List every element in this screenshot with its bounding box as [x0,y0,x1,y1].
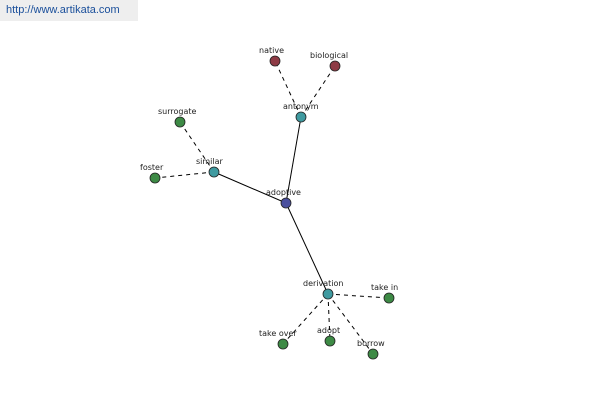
node-label-adopt: adopt [317,326,340,335]
edge-antonym-native [274,60,302,118]
node-circle-adoptive[interactable] [280,197,292,209]
edge-adoptive-derivation [285,202,329,295]
watermark-url[interactable]: http://www.artikata.com [0,0,138,21]
node-adopt[interactable]: adopt [317,326,340,347]
node-label-native: native [259,46,284,55]
node-label-antonym: antonym [283,102,319,111]
node-circle-borrow[interactable] [367,348,379,360]
node-label-adoptive: adoptive [266,188,301,197]
node-native[interactable]: native [259,46,284,67]
node-circle-similar[interactable] [208,166,220,178]
node-label-biological: biological [310,51,348,60]
node-derivation[interactable]: derivation [303,279,343,300]
node-biological[interactable]: biological [310,51,348,72]
node-circle-take-over[interactable] [277,338,289,350]
node-take-in[interactable]: take in [371,283,398,304]
edges-layer [154,60,390,355]
node-circle-take-in[interactable] [383,292,395,304]
node-similar[interactable]: similar [196,157,224,178]
node-circle-native[interactable] [269,55,281,67]
edge-similar-foster [154,171,215,179]
node-borrow[interactable]: borrow [357,339,385,360]
nodes-layer: adoptive antonym similar derivation native bi… [140,46,398,360]
node-label-take-in: take in [371,283,398,292]
edge-derivation-take-over [282,293,329,345]
node-circle-derivation[interactable] [322,288,334,300]
node-circle-foster[interactable] [149,172,161,184]
node-label-surrogate: surrogate [158,107,197,116]
node-take-over[interactable]: take over [259,329,297,350]
node-circle-adopt[interactable] [324,335,336,347]
node-foster[interactable]: foster [140,163,164,184]
node-circle-antonym[interactable] [295,111,307,123]
node-adoptive[interactable]: adoptive [266,188,301,209]
node-antonym[interactable]: antonym [283,102,319,123]
edge-similar-surrogate [179,121,215,173]
node-label-foster: foster [140,163,164,172]
edge-adoptive-antonym [285,116,302,204]
node-label-take-over: take over [259,329,297,338]
node-label-borrow: borrow [357,339,385,348]
node-circle-surrogate[interactable] [174,116,186,128]
edge-adoptive-similar [213,171,287,204]
node-surrogate[interactable]: surrogate [158,107,197,128]
node-circle-biological[interactable] [329,60,341,72]
node-label-derivation: derivation [303,279,343,288]
edge-antonym-biological [300,65,336,118]
node-label-similar: similar [196,157,224,166]
edge-derivation-take-in [327,293,390,299]
